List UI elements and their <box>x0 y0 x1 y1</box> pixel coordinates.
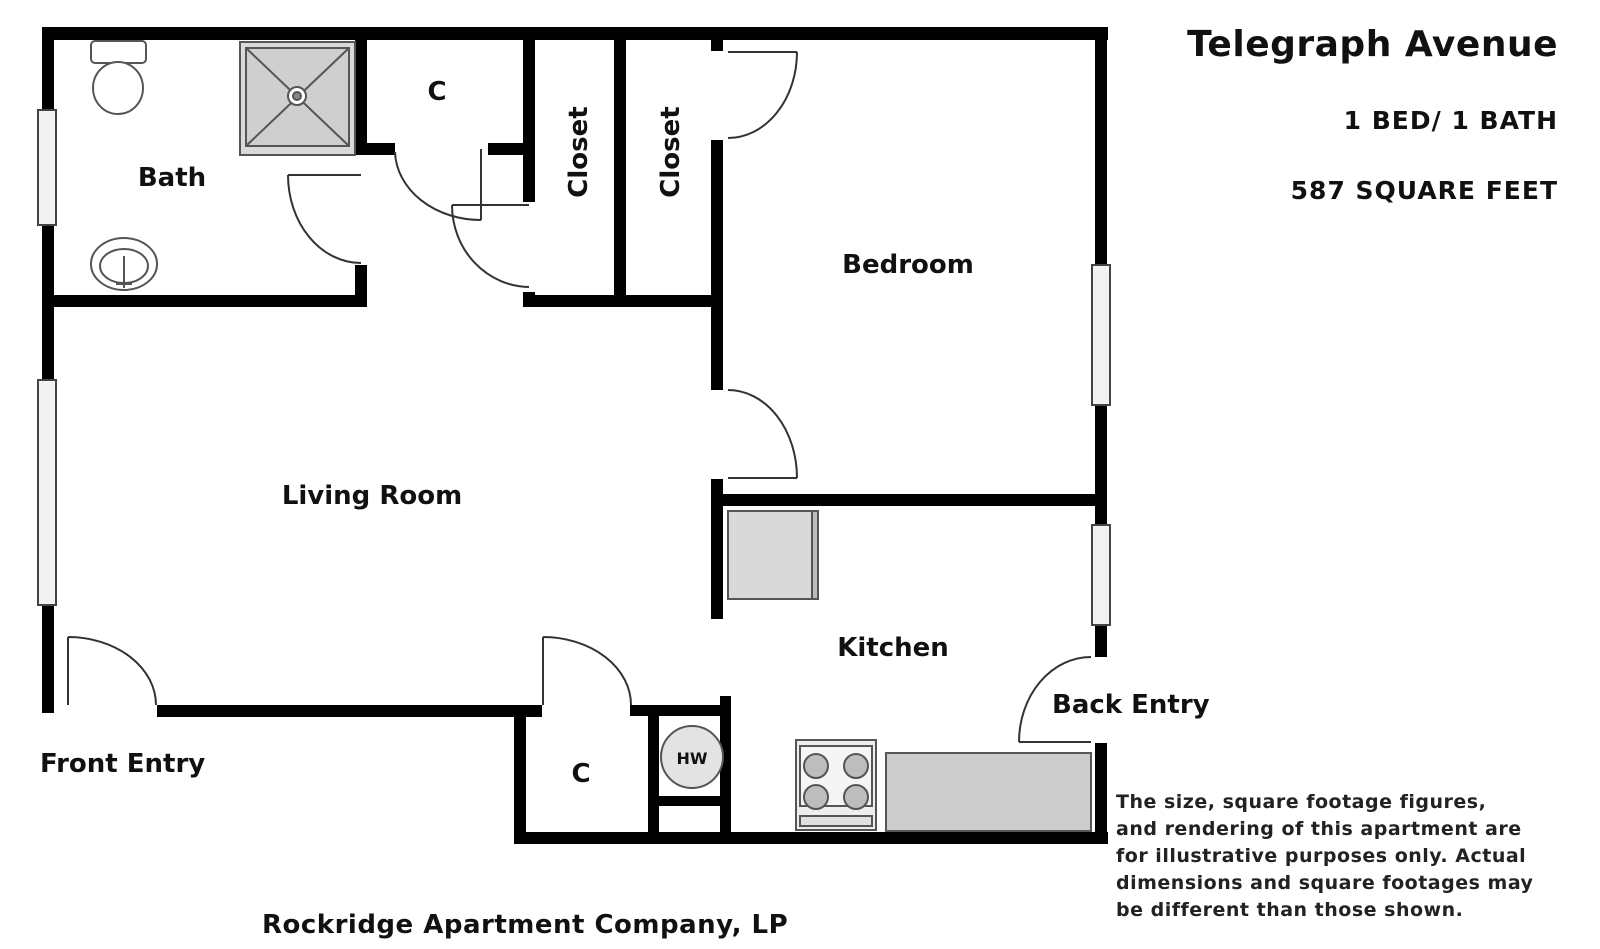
door-closet-hall <box>451 204 530 288</box>
room-label-closet-c-top: C <box>427 77 446 107</box>
bath-sink-fixture <box>90 237 158 291</box>
room-label-closet-2: Closet <box>656 106 686 197</box>
door-bedroom <box>727 389 798 479</box>
bed-bath-summary: 1 BED/ 1 BATH <box>1343 106 1558 135</box>
walls <box>42 27 1108 844</box>
window-bedroom <box>1091 264 1111 406</box>
refrigerator-fixture <box>727 510 819 600</box>
room-label-kitchen: Kitchen <box>837 633 949 663</box>
doors <box>67 51 1092 743</box>
room-label-living-room: Living Room <box>282 481 462 511</box>
kitchen-counter-fixture <box>885 752 1092 832</box>
room-labels: Bath C Closet Closet Bedroom Living Room… <box>40 77 1210 789</box>
door-closet-top <box>394 149 482 221</box>
door-bedroom-top <box>727 51 798 139</box>
door-back-entry <box>1018 656 1092 743</box>
windows <box>37 109 1111 626</box>
company-name: Rockridge Apartment Company, LP <box>262 910 789 940</box>
water-heater-fixture: HW <box>660 725 724 789</box>
room-label-bath: Bath <box>138 163 206 193</box>
window-living-room <box>37 379 57 606</box>
window-kitchen <box>1091 524 1111 626</box>
room-label-front-entry: Front Entry <box>40 749 205 779</box>
property-title: Telegraph Avenue <box>1187 24 1558 65</box>
square-footage: 587 SQUARE FEET <box>1290 176 1558 205</box>
stove-fixture <box>795 739 877 831</box>
shower-fixture <box>239 41 356 156</box>
room-label-bedroom: Bedroom <box>842 250 974 280</box>
room-label-back-entry: Back Entry <box>1052 690 1210 720</box>
door-front-entry <box>67 636 157 706</box>
window-bath <box>37 109 57 226</box>
disclaimer-text: The size, square footage figures, and re… <box>1116 791 1534 921</box>
door-closet-bottom <box>542 636 632 706</box>
room-label-closet-1: Closet <box>564 106 594 197</box>
room-label-closet-c-bottom: C <box>571 759 590 789</box>
door-bath <box>287 174 362 264</box>
water-heater-label: HW <box>676 749 707 768</box>
toilet-fixture <box>90 40 147 115</box>
